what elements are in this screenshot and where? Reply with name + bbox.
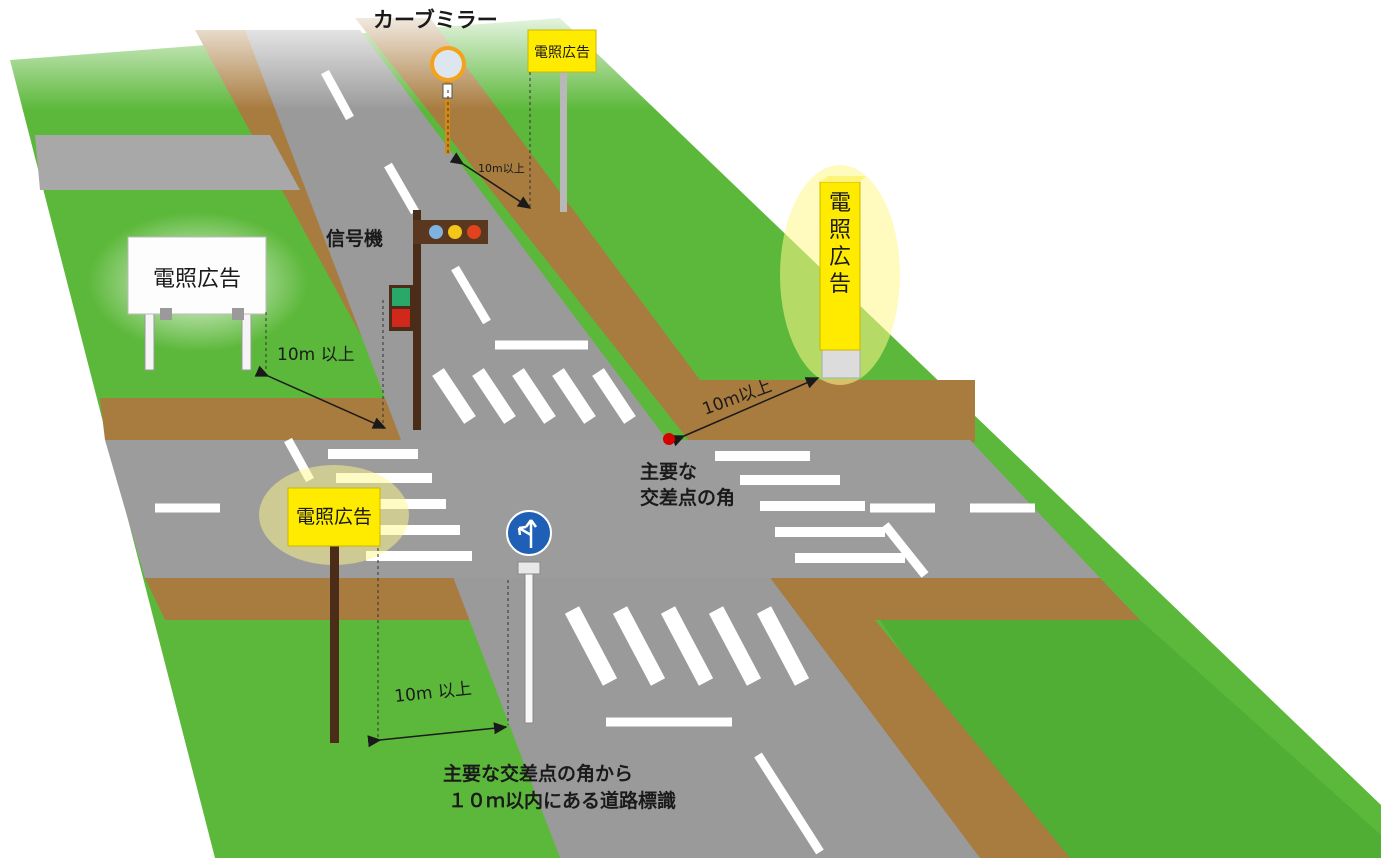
- dim-front-ad-sign: [367, 548, 509, 748]
- front-ad: [287, 487, 381, 743]
- svg-text:広: 広: [829, 245, 851, 270]
- front-ad-text: 電照広告: [296, 506, 372, 528]
- ad-sign-top: [527, 29, 597, 212]
- caption-line2: １０ｍ以内にある道路標識: [448, 789, 676, 812]
- tower-ad: [819, 176, 866, 379]
- corner-label-line2: 交差点の角: [640, 486, 735, 509]
- dim-mirror-ad-label: 10m以上: [478, 162, 525, 175]
- curve-mirror-label: カーブミラー: [373, 8, 498, 32]
- road-cross: [105, 440, 1100, 578]
- dim-mirror-ad: [447, 72, 532, 210]
- crosswalk-right: [715, 451, 905, 563]
- caption-line1: 主要な交差点の角から: [443, 762, 633, 785]
- dim-corner-tower: [670, 377, 820, 447]
- ad-sign-top-text: 電照広告: [534, 45, 590, 61]
- corner-label-line1: 主要な: [640, 461, 697, 483]
- billboard-text: 電照広告: [153, 267, 241, 292]
- dim-billboard-signal: [254, 300, 387, 430]
- traffic-signal-label: 信号機: [326, 227, 383, 250]
- road-side: [35, 135, 300, 190]
- crosswalk-bottom: [564, 606, 810, 686]
- svg-text:電: 電: [829, 191, 851, 216]
- svg-text:照: 照: [829, 218, 851, 243]
- lane-markings: [155, 69, 1035, 855]
- road-sign: [506, 510, 552, 724]
- top-fade: [0, 0, 1381, 110]
- main-corner-dot: [663, 433, 675, 445]
- dim-billboard-signal-label: 10m 以上: [277, 345, 355, 365]
- billboard: [127, 236, 267, 371]
- traffic-signal: [389, 210, 488, 430]
- svg-text:告: 告: [829, 272, 851, 297]
- tower-ad-text: 電 照 広 告: [829, 191, 851, 297]
- crosswalk-top: [432, 368, 636, 424]
